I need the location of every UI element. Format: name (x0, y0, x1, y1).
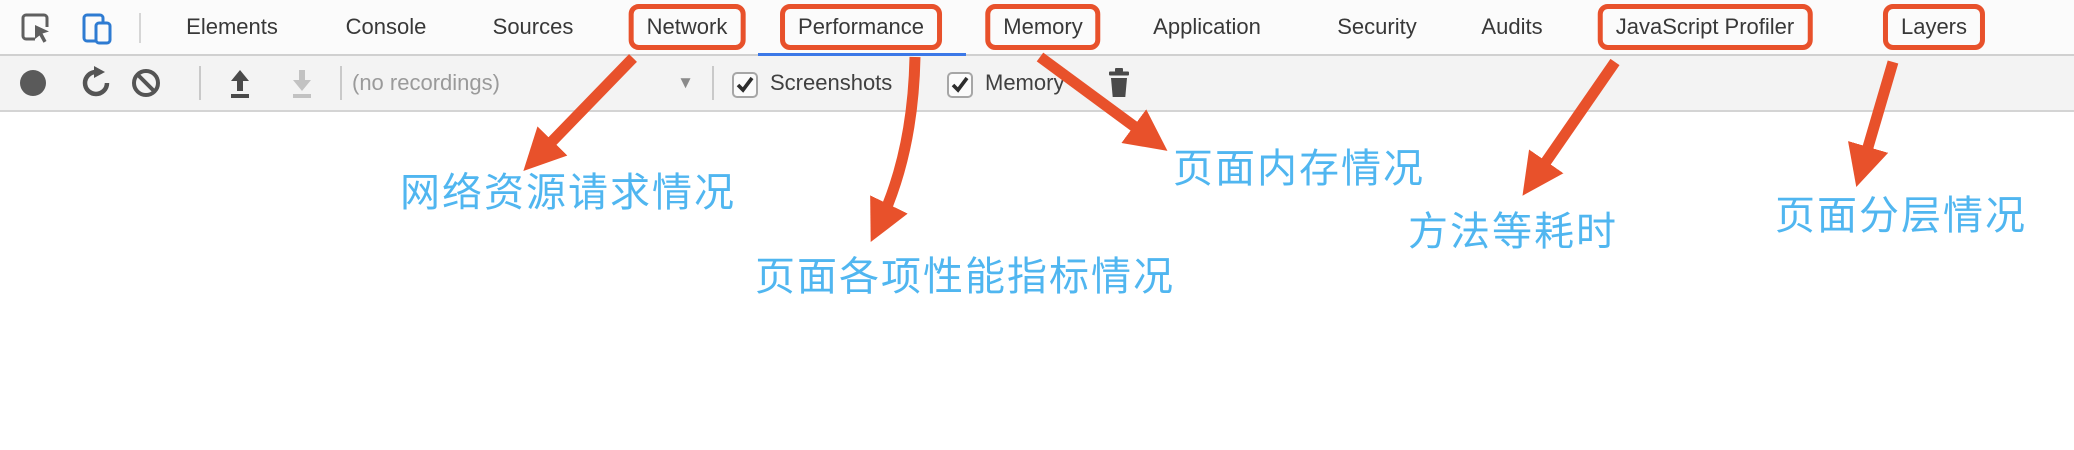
tab-javascript-profiler[interactable]: JavaScript Profiler (1597, 4, 1813, 50)
toolbar-divider (712, 66, 714, 100)
memory-checkbox[interactable] (947, 72, 973, 98)
memory-checkbox-label: Memory (985, 70, 1065, 95)
checkmark-icon (736, 76, 754, 93)
memory-checkbox-group[interactable]: Memory (947, 56, 1064, 110)
screenshots-checkbox[interactable] (732, 72, 758, 98)
screenshots-checkbox-group[interactable]: Screenshots (732, 56, 892, 110)
trash-icon (1109, 68, 1129, 97)
tab-layers[interactable]: Layers (1882, 4, 1986, 50)
annotation-memory: 页面内存情况 (1173, 146, 1425, 192)
tab-elements[interactable]: Elements (186, 14, 278, 39)
download-arrow-icon (293, 70, 311, 98)
screenshots-checkbox-label: Screenshots (770, 70, 893, 95)
devtools-tab-bar: Elements Console Sources Network Perform… (0, 0, 2074, 60)
reload-and-record-button[interactable] (78, 65, 114, 101)
device-toolbar-icon (82, 13, 112, 45)
tab-network[interactable]: Network (628, 4, 746, 50)
tab-audits[interactable]: Audits (1481, 14, 1543, 39)
garbage-collect-button[interactable] (1101, 65, 1137, 101)
reload-icon (82, 66, 110, 97)
performance-panel-toolbar: (no recordings) ▼ Screenshots Memory (0, 56, 2074, 112)
tab-security[interactable]: Security (1337, 14, 1417, 39)
tab-memory[interactable]: Memory (985, 4, 1101, 50)
tab-performance[interactable]: Performance (780, 4, 942, 50)
toggle-device-toolbar-button[interactable] (79, 10, 115, 46)
tabbar-divider (139, 13, 141, 43)
upload-arrow-icon (231, 70, 249, 98)
inspect-cursor-icon (21, 13, 49, 43)
toolbar-divider (340, 66, 342, 100)
tab-sources[interactable]: Sources (492, 14, 574, 39)
recordings-select-value: (no recordings) (352, 70, 500, 95)
tab-application[interactable]: Application (1153, 14, 1261, 39)
annotation-performance: 页面各项性能指标情况 (755, 254, 1175, 300)
annotation-network: 网络资源请求情况 (400, 170, 736, 216)
tab-console[interactable]: Console (345, 14, 427, 39)
annotation-js-profiler: 方法等耗时 (1408, 209, 1618, 255)
recordings-select[interactable]: (no recordings) ▼ (352, 56, 712, 110)
checkmark-icon (951, 76, 969, 93)
record-button[interactable] (20, 70, 46, 96)
load-profile-button[interactable] (222, 65, 258, 101)
save-profile-button[interactable] (284, 65, 320, 101)
toolbar-divider (199, 66, 201, 100)
inspect-element-button[interactable] (18, 10, 54, 46)
clear-recordings-button[interactable] (128, 65, 164, 101)
annotation-layers: 页面分层情况 (1775, 193, 2027, 239)
chevron-down-icon: ▼ (677, 73, 694, 92)
clear-block-icon (132, 69, 160, 97)
